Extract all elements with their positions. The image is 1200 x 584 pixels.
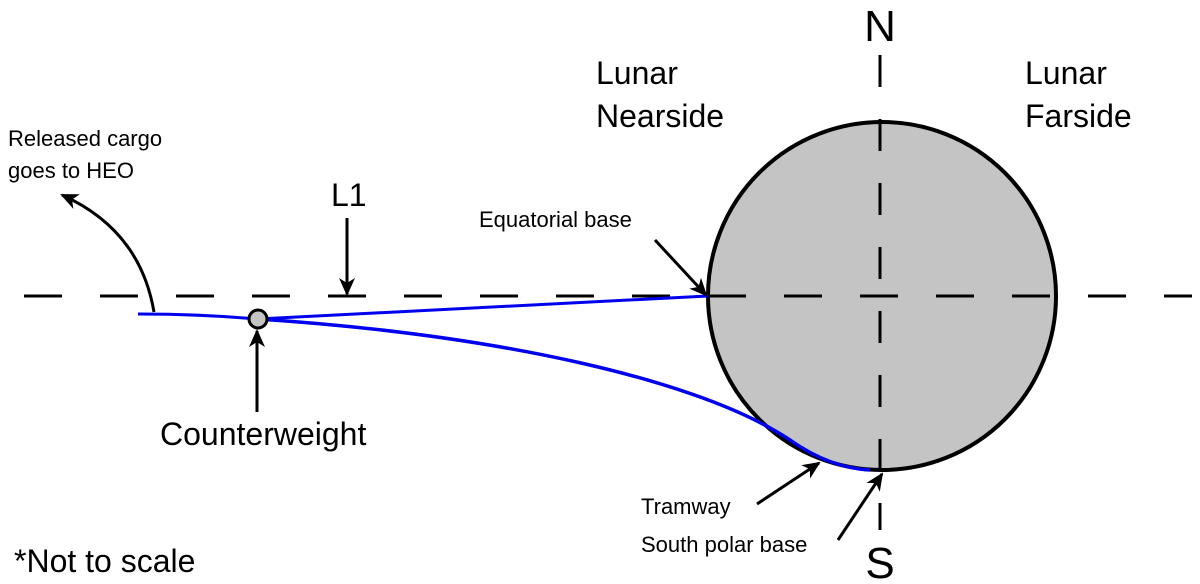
nearside-label-line1: Lunar [596,55,678,91]
equatorial-base-label: Equatorial base [479,207,632,232]
heo-arrow [60,193,156,313]
l1-label: L1 [331,177,367,213]
tether-south-polar [257,317,871,472]
nearside-label-line2: Nearside [596,98,724,134]
equatorial-base-arrow [653,238,708,297]
counterweight-marker [247,308,269,330]
counterweight-label: Counterweight [160,416,366,452]
farside-label-line2: Farside [1025,98,1132,134]
south-polar-base-arrow [836,472,884,541]
released-cargo-label-line1: Released cargo [8,126,162,151]
north-label: N [864,2,896,51]
tramway-arrow [756,461,821,506]
tramway-label: Tramway [641,494,731,519]
farside-label-line1: Lunar [1025,55,1107,91]
released-cargo-label-line2: goes to HEO [8,158,134,183]
tether-outer [137,312,259,321]
south-polar-base-label: South polar base [641,532,807,557]
south-label: S [865,539,894,584]
tether-equatorial [257,294,709,321]
not-to-scale-note: *Not to scale [14,543,195,579]
